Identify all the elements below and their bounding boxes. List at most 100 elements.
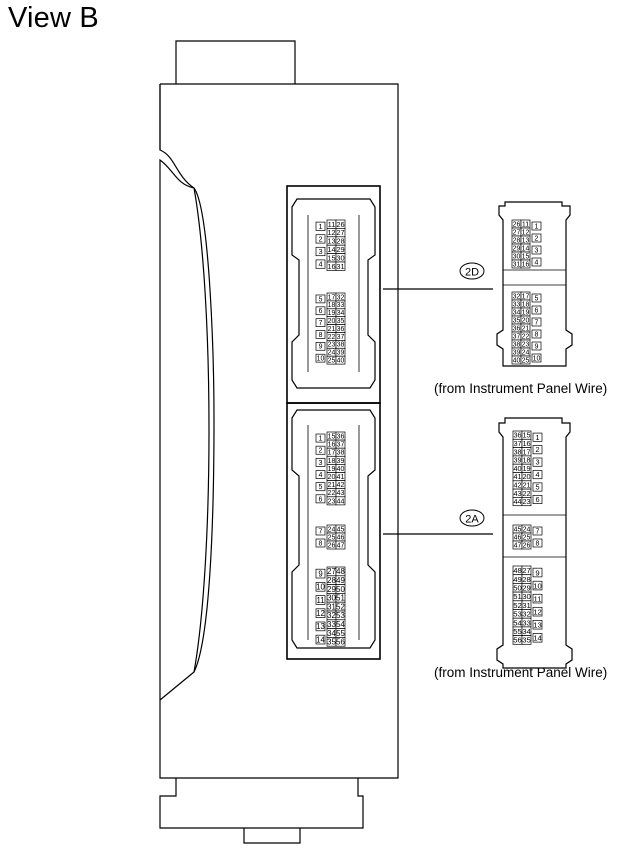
svg-text:13: 13 [327, 237, 335, 246]
plug-2A-pin-29: 29 [521, 583, 532, 593]
plug-2D-pin-24: 24 [520, 347, 531, 356]
svg-text:50: 50 [336, 585, 345, 594]
socket-2D-pin-5: 5 [315, 294, 326, 303]
socket-2D-pin-1: 1 [315, 221, 326, 231]
housing-bottom-base [159, 778, 364, 829]
svg-text:14: 14 [316, 635, 325, 644]
svg-text:52: 52 [336, 602, 345, 611]
plug-2A-pin-45: 45 [512, 524, 523, 533]
svg-text:35: 35 [327, 638, 336, 647]
svg-text:1: 1 [318, 222, 322, 231]
plug-2D-pin-8: 8 [531, 329, 542, 338]
socket-2A-pin-33: 33 [326, 619, 337, 629]
label-2A-text: 2A [465, 514, 479, 526]
svg-text:38: 38 [337, 449, 345, 457]
svg-text:37: 37 [337, 441, 345, 449]
socket-2A-pin-20: 20 [326, 472, 337, 481]
socket-2D-pin-20: 20 [326, 316, 337, 325]
socket-2D-pin-2: 2 [315, 234, 326, 244]
plug-2A-pin-33: 33 [521, 617, 532, 627]
svg-text:12: 12 [327, 228, 335, 237]
svg-text:40: 40 [337, 358, 345, 365]
svg-text:46: 46 [514, 534, 522, 541]
socket-2A-pin-4: 4 [315, 470, 326, 479]
svg-text:34: 34 [337, 310, 345, 317]
svg-text:30: 30 [327, 594, 336, 603]
label-2D: 2D [459, 262, 485, 280]
socket-2A-pin-16: 16 [326, 439, 337, 449]
socket-2D-pin-34: 34 [335, 308, 346, 317]
plug-2D-pin-22: 22 [520, 331, 531, 340]
socket-2A-pin-7: 7 [315, 526, 326, 535]
svg-text:34: 34 [513, 309, 521, 316]
svg-text:26: 26 [513, 221, 521, 228]
socket-2A-pin-54: 54 [335, 619, 345, 629]
plug-2A-pin-51: 51 [512, 591, 523, 601]
socket-2D-pin-10: 10 [315, 353, 326, 363]
svg-text:23: 23 [328, 497, 336, 505]
svg-text:35: 35 [522, 636, 531, 645]
plug-2A-pin-52: 52 [512, 600, 523, 610]
plug-2D-pin-33: 33 [511, 299, 522, 308]
socket-2A-pin-43: 43 [335, 488, 346, 497]
plug-2D-pin-30: 30 [511, 251, 522, 260]
plug-2A-pin-10: 10 [532, 580, 543, 590]
socket-2A-pin-56: 56 [335, 637, 346, 647]
svg-text:12: 12 [533, 607, 542, 616]
svg-text:39: 39 [513, 349, 521, 356]
plug-2A-outline [496, 417, 573, 669]
plug-2D-pin-35: 35 [511, 315, 522, 324]
svg-text:48: 48 [513, 566, 522, 575]
svg-text:7: 7 [319, 320, 323, 327]
svg-text:11: 11 [328, 220, 336, 229]
socket-2A-pin-5: 5 [315, 482, 326, 491]
socket-2D-pin-4: 4 [315, 259, 326, 269]
svg-text:23: 23 [522, 341, 530, 348]
svg-text:18: 18 [328, 302, 336, 309]
svg-text:3: 3 [319, 459, 323, 467]
plug-2D-pin-6: 6 [531, 305, 542, 314]
svg-text:7: 7 [535, 319, 539, 326]
socket-2A-pin-24: 24 [326, 524, 337, 533]
svg-text:23: 23 [522, 497, 530, 506]
plug-2A-pin-6: 6 [532, 494, 543, 504]
plug-2A-pin-34: 34 [521, 626, 531, 636]
svg-text:43: 43 [513, 489, 521, 498]
socket-2A-pin-44: 44 [335, 496, 346, 505]
plug-2D-pin-25: 25 [520, 355, 531, 364]
socket-2A-pin-23: 23 [326, 496, 337, 505]
socket-2A-pin-50: 50 [335, 584, 345, 594]
socket-2A-pin-42: 42 [335, 480, 346, 489]
socket-2A-pin-19: 19 [326, 464, 337, 473]
svg-text:11: 11 [534, 594, 542, 603]
plug-2D-pin-17: 17 [520, 291, 531, 300]
socket-2A-pin-26: 26 [326, 540, 337, 549]
svg-text:33: 33 [337, 302, 345, 309]
svg-text:25: 25 [328, 534, 336, 541]
socket-2A-pin-27: 27 [326, 566, 337, 576]
plug-2D-pin-11: 11 [520, 219, 531, 228]
plug-2D-pin-1: 1 [531, 221, 542, 230]
svg-text:35: 35 [513, 317, 521, 324]
svg-text:27: 27 [327, 567, 336, 576]
svg-text:30: 30 [522, 592, 531, 601]
socket-2A-pin-6: 6 [315, 494, 326, 503]
svg-text:39: 39 [337, 350, 345, 357]
socket-2A-pin-48: 48 [335, 566, 346, 576]
socket-2A-pin-3: 3 [315, 457, 326, 467]
socket-2D-pin-9: 9 [315, 342, 326, 351]
plug-2A-pin-11: 11 [532, 593, 543, 603]
socket-2D-pin-35: 35 [335, 316, 346, 325]
plug-2D-pin-27: 27 [511, 227, 522, 236]
svg-text:48: 48 [336, 567, 345, 576]
plug-2D-pin-40: 40 [511, 355, 522, 364]
svg-text:17: 17 [522, 293, 530, 300]
plug-2A-pin-53: 53 [512, 609, 523, 619]
socket-2A-pin-21: 21 [326, 480, 337, 489]
socket-2A-pin-2: 2 [315, 445, 326, 455]
svg-text:56: 56 [513, 636, 522, 645]
housing-bottom-foot [243, 828, 301, 844]
plug-2D-pin-32: 32 [511, 291, 522, 300]
svg-text:17: 17 [328, 294, 336, 301]
